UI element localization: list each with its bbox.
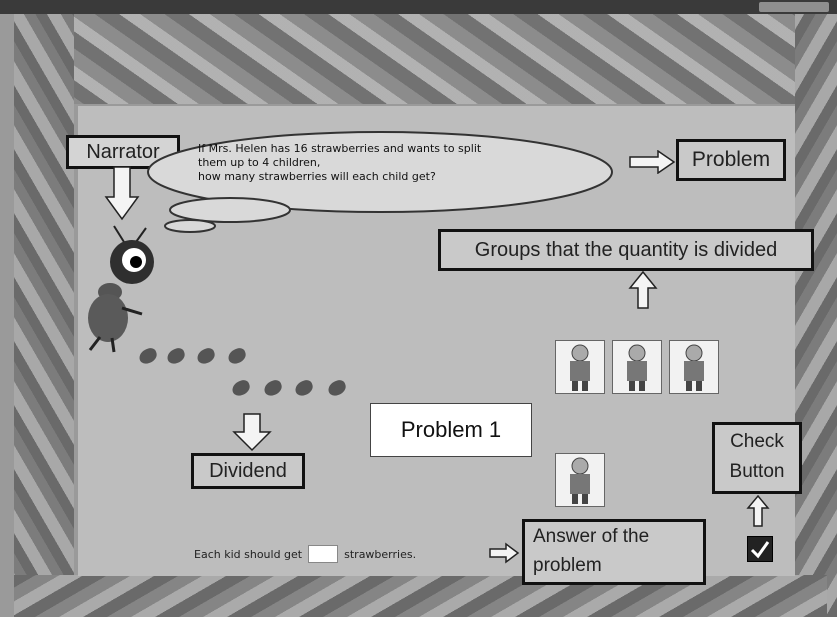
decorative-border-left xyxy=(14,14,74,617)
answer-suffix: strawberries. xyxy=(344,547,417,561)
right-arrow-icon xyxy=(629,150,676,174)
dividend-label: Dividend xyxy=(191,453,305,489)
problem-label: Problem xyxy=(676,139,786,181)
decorative-border-right xyxy=(795,14,837,617)
child-icon xyxy=(627,344,647,391)
speech-text: If Mrs. Helen has 16 strawberries and wa… xyxy=(198,142,618,184)
speech-cloud xyxy=(147,131,613,233)
down-arrow-icon xyxy=(232,413,272,452)
problem-title: Problem 1 xyxy=(370,403,532,457)
speech-line-2: them up to 4 children, xyxy=(198,156,321,169)
child-group[interactable] xyxy=(669,340,719,394)
child-icon xyxy=(570,457,590,504)
up-arrow-icon xyxy=(746,494,770,527)
down-arrow-icon xyxy=(104,166,140,221)
child-group[interactable] xyxy=(555,453,605,507)
child-group[interactable] xyxy=(555,340,605,394)
child-icon xyxy=(570,344,590,391)
up-arrow-icon xyxy=(628,270,658,309)
answer-row: Each kid should get strawberries. xyxy=(194,545,416,563)
checkmark-icon xyxy=(750,541,770,559)
ant-character-icon xyxy=(88,225,154,353)
answer-input[interactable] xyxy=(308,545,339,563)
answer-label: Answer of the problem xyxy=(522,519,706,585)
decorative-border-top xyxy=(14,14,827,104)
check-button[interactable] xyxy=(747,536,773,562)
right-arrow-icon xyxy=(489,542,520,564)
window-titlebar xyxy=(0,0,837,14)
speech-line-3: how many strawberries will each child ge… xyxy=(198,170,436,183)
speech-line-1: If Mrs. Helen has 16 strawberries and wa… xyxy=(198,142,482,155)
window-controls[interactable] xyxy=(759,2,829,12)
child-group[interactable] xyxy=(612,340,662,394)
groups-label: Groups that the quantity is divided xyxy=(438,229,814,271)
answer-prefix: Each kid should get xyxy=(194,547,303,561)
check-button-label: Check Button xyxy=(712,422,802,494)
child-icon xyxy=(684,344,704,391)
